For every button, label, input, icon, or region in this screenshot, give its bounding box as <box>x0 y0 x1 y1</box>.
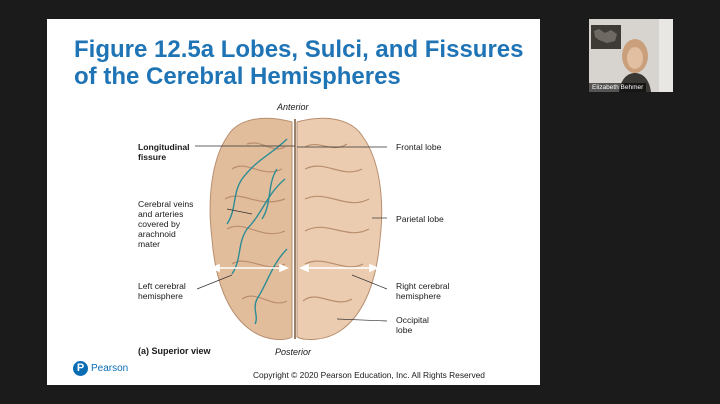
pearson-logo-text: Pearson <box>91 363 129 374</box>
pearson-logo-icon: P <box>73 361 88 376</box>
pearson-logo: P Pearson <box>73 361 128 376</box>
posterior-label: Posterior <box>275 347 312 357</box>
anterior-label: Anterior <box>277 102 309 112</box>
brain-figure <box>195 117 388 340</box>
label-frontal-lobe: Frontal lobe <box>396 142 442 152</box>
label-left-hemisphere: Left cerebral hemisphere <box>138 281 186 301</box>
cerebral-veins <box>226 138 288 325</box>
leader-lines <box>195 145 388 322</box>
slide-title-line-1: Figure 12.5a Lobes, Sulci, and Fissures <box>74 36 524 63</box>
right-hemisphere-shape <box>296 117 383 340</box>
gyri-texture <box>224 142 370 304</box>
figure-caption: (a) Superior view <box>138 346 211 356</box>
slide-title-line-2: of the Cerebral Hemispheres <box>74 63 401 90</box>
participant-video-tile[interactable]: Elizabeth Behmer <box>589 19 673 92</box>
presentation-slide: Figure 12.5a Lobes, Sulci, and Fissures … <box>47 19 540 385</box>
label-occipital-lobe: Occipital lobe <box>396 315 429 335</box>
participant-name: Elizabeth Behmer <box>589 83 647 92</box>
slide-title: Figure 12.5a Lobes, Sulci, and Fissures … <box>74 36 534 90</box>
label-longitudinal-fissure: Longitudinal fissure <box>138 142 190 162</box>
label-parietal-lobe: Parietal lobe <box>396 214 444 224</box>
hemisphere-arrows <box>209 263 380 273</box>
copyright-notice: Copyright © 2020 Pearson Education, Inc.… <box>253 370 485 380</box>
participant-avatar <box>589 19 673 92</box>
label-cerebral-veins: Cerebral veins and arteries covered by a… <box>138 199 194 249</box>
label-right-hemisphere: Right cerebral hemisphere <box>396 281 450 301</box>
